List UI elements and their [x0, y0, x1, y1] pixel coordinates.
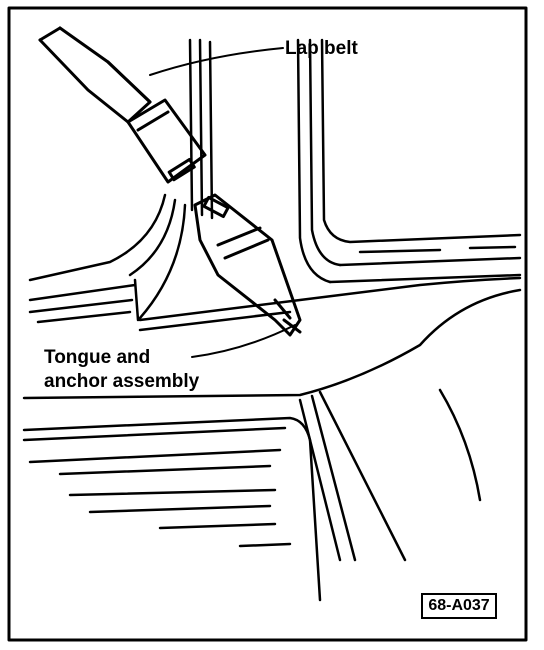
border — [7, 6, 528, 642]
seat-cushion — [22, 276, 522, 400]
lower-cushion — [22, 388, 482, 602]
lap-belt-strap — [38, 26, 207, 184]
left-pillar — [28, 38, 214, 324]
tongue-label-line1: Tongue and — [44, 347, 151, 368]
lap-belt-leader — [149, 47, 284, 76]
lap-belt-label: Lap belt — [285, 38, 358, 59]
tongue-leader — [191, 324, 296, 358]
figure-id-badge: 68-A037 — [421, 593, 497, 619]
right-seat — [296, 38, 522, 284]
tongue-label-line2: anchor assembly — [44, 371, 200, 392]
